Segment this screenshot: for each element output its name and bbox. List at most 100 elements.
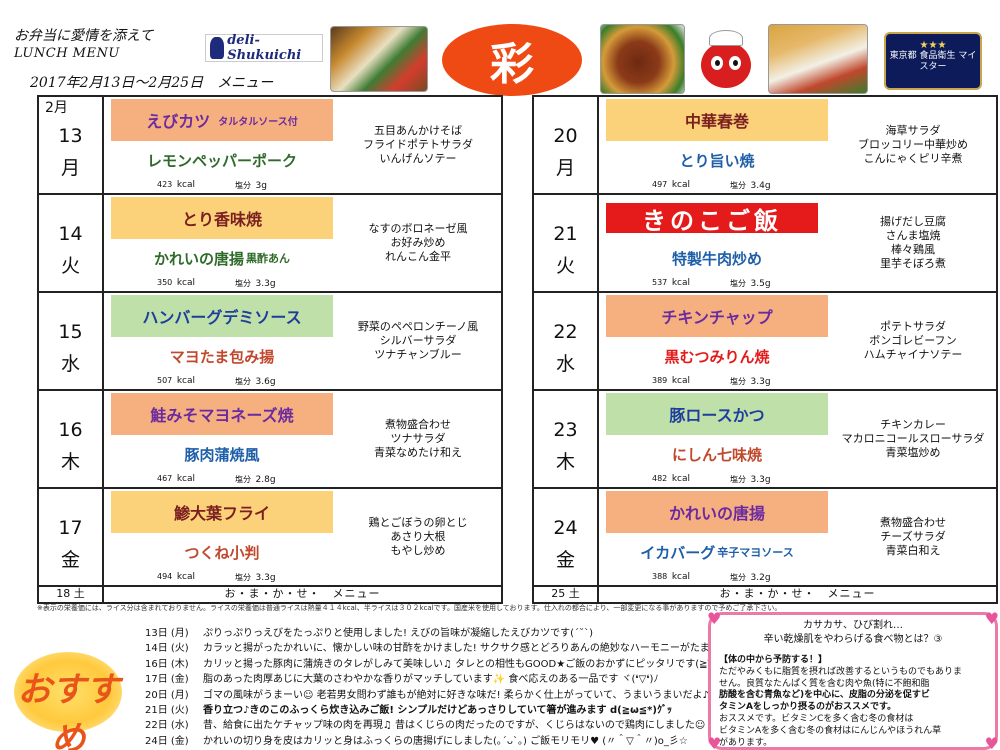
side-dish: チキンカレー — [880, 418, 946, 431]
footnote: ※表示の栄養価には、ライス分は含まれておりません。ライスの栄養価は普通ライスは熱… — [37, 604, 782, 612]
recommendation-date: 16日 (木) — [145, 658, 189, 670]
sub-dish: 特製牛肉炒め — [606, 241, 828, 275]
kcal-unit: kcal — [671, 474, 691, 484]
side-dishes: 煮物盛合わせツナサラダ青菜なめたけ和え — [337, 391, 499, 487]
badge-stars: ★★★ — [919, 40, 947, 51]
main-dish-name: とり香味焼 — [181, 210, 262, 229]
sai-logo-text: 彩 — [490, 39, 534, 90]
side-dish: マカロニコールスローサラダ — [841, 432, 985, 445]
side-dish: 里芋そぼろ煮 — [880, 257, 946, 270]
tomato-mascot-icon — [695, 30, 757, 92]
sub-dish-name: 豚肉蒲焼風 — [184, 445, 260, 464]
recommendation-item: 24日 (金)かれいの切り身を皮はカリッと身はふっくらの唐揚げにしました(｡ˊᴗ… — [145, 734, 760, 749]
salt-label: 塩分 — [730, 377, 746, 386]
salt-value: 3.2g — [750, 573, 771, 583]
day-number: 16 — [58, 419, 83, 441]
salt-label: 塩分 — [235, 377, 251, 386]
calorie-value: 423 — [157, 180, 173, 189]
heart-icon: ♥ — [984, 609, 999, 628]
deli-logo-icon — [210, 37, 225, 59]
weekday: 火 — [555, 255, 575, 277]
sub-dish: かれいの唐揚黒酢あん — [111, 241, 333, 275]
side-dish: 煮物盛合わせ — [385, 418, 451, 431]
side-dish: あさり大根 — [390, 530, 446, 543]
saturday-row: 18 土 お・ま・か・せ・ メニュー — [39, 587, 501, 602]
main-dish: とり香味焼 — [111, 197, 333, 239]
side-dish: 鶏とごぼうの卵とじ — [368, 516, 468, 529]
heart-icon: ♥ — [984, 734, 999, 750]
main-dish: 中華春巻 — [606, 99, 828, 141]
day-number: 13 — [58, 125, 83, 147]
side-dish: もやし炒め — [390, 544, 446, 557]
sub-dish-name: マヨたま包み揚 — [169, 347, 275, 366]
sub-dish-name: かれいの唐揚 — [153, 249, 244, 268]
recommendation-date: 21日 (火) — [145, 705, 189, 717]
sub-dish: つくね小判 — [111, 535, 333, 569]
calorie-value: 537 — [652, 278, 668, 287]
health-line: タミンAをしっかり摂るのがおススメです。 — [719, 702, 897, 713]
salt-value: 3.4g — [750, 181, 771, 191]
kcal-unit: kcal — [176, 180, 196, 190]
sub-dish: レモンペッパーポーク — [111, 143, 333, 177]
side-dishes: 鶏とごぼうの卵とじあさり大根もやし炒め — [337, 489, 499, 585]
recommendation-date: 20日 (月) — [145, 689, 189, 701]
side-dishes: なすのボロネーゼ風お好み炒めれんこん金平 — [337, 195, 499, 291]
salt-label: 塩分 — [730, 279, 746, 288]
calories: 350 kcal — [157, 278, 195, 288]
side-dishes: ポテトサラダボンゴレビーフンハムチャイナソテー — [832, 293, 994, 389]
side-dish: チーズサラダ — [880, 530, 946, 543]
recommendation-text: カリッと揚った豚肉に蒲焼きのタレがしみて美味しい♫ タレとの相性もGOOD★ご飯… — [203, 658, 727, 670]
side-dish: フライドポテトサラダ — [363, 138, 473, 151]
main-dish-name: 豚ロースかつ — [669, 406, 765, 425]
recommendation-date: 17日 (金) — [145, 674, 189, 686]
side-dishes: 五目あんかけそばフライドポテトサラダいんげんソテー — [337, 97, 499, 193]
main-dish-name: ハンバーグデミソース — [142, 308, 302, 327]
weekday: 水 — [555, 353, 575, 375]
weekday: 金 — [555, 549, 575, 571]
day-number: 17 — [58, 517, 83, 539]
side-dishes: 揚げだし豆腐さんま塩焼棒々鶏風里芋そぼろ煮 — [832, 195, 994, 291]
menu-period: 2017年2月13日～2月25日 メニュー — [30, 75, 274, 91]
recommendation-text: 香り立つ♪きのこのふっくら炊き込みご飯! シンプルだけどあっさりしていて箸が進み… — [203, 705, 672, 717]
month-label: 2月 — [45, 100, 68, 116]
recommend-logo-text: おすすめ — [17, 670, 120, 750]
salt-label: 塩分 — [235, 573, 251, 582]
omakase-menu: お・ま・か・せ・ メニュー — [719, 587, 876, 600]
recommendation-text: ぷりっぷりっえびをたっぷりと使用しました! えびの旨味が凝縮したえびカツです(´… — [203, 628, 593, 639]
salt-value: 3.3g — [255, 573, 276, 583]
recommendation-item: 21日 (火) 香り立つ♪きのこのふっくら炊き込みご飯! シンプルだけどあっさりし… — [145, 703, 760, 718]
side-dish: 野菜のペペロンチーノ風 — [357, 320, 479, 333]
deli-shukuichi-logo: deli-Shukuichi — [205, 33, 323, 63]
recommendation-item: 16日 (木) カリッと揚った豚肉に蒲焼きのタレがしみて美味しい♫ タレとの相性も… — [145, 657, 760, 672]
main-dish: 豚ロースかつ — [606, 393, 828, 435]
weekday: 月 — [555, 157, 575, 179]
side-dishes: 煮物盛合わせチーズサラダ青菜白和え — [832, 489, 994, 585]
sub-dish-name: 黒むつみりん焼 — [664, 347, 770, 366]
date-cell: 20 月 — [534, 97, 599, 193]
health-line: があります。 — [719, 737, 773, 748]
recommendation-date: 14日 (火) — [145, 643, 189, 655]
sai-logo: 彩 — [442, 24, 582, 96]
sub-dish-name: にしん七味焼 — [671, 445, 762, 464]
kcal-unit: kcal — [671, 180, 691, 190]
burst-icon — [14, 652, 122, 732]
side-dish: ツナチャンブルー — [374, 348, 462, 361]
health-line: 肪酸を含む青魚など)を中心に、皮脂の分泌を促すビ — [719, 690, 930, 701]
side-dish: 揚げだし豆腐 — [880, 215, 946, 228]
day-number: 20 — [553, 125, 578, 147]
side-dish: なすのボロネーゼ風 — [368, 222, 468, 235]
recommendation-text: カラッと揚がったかれいに、懐かしい味の甘酢をかけました! サクサク感とどろりあん… — [203, 643, 760, 655]
main-dish: 鯵大葉フライ — [111, 491, 333, 533]
calories: 423 kcal — [157, 180, 195, 190]
side-dish: 棒々鶏風 — [891, 243, 935, 256]
bento-photo — [330, 26, 428, 92]
